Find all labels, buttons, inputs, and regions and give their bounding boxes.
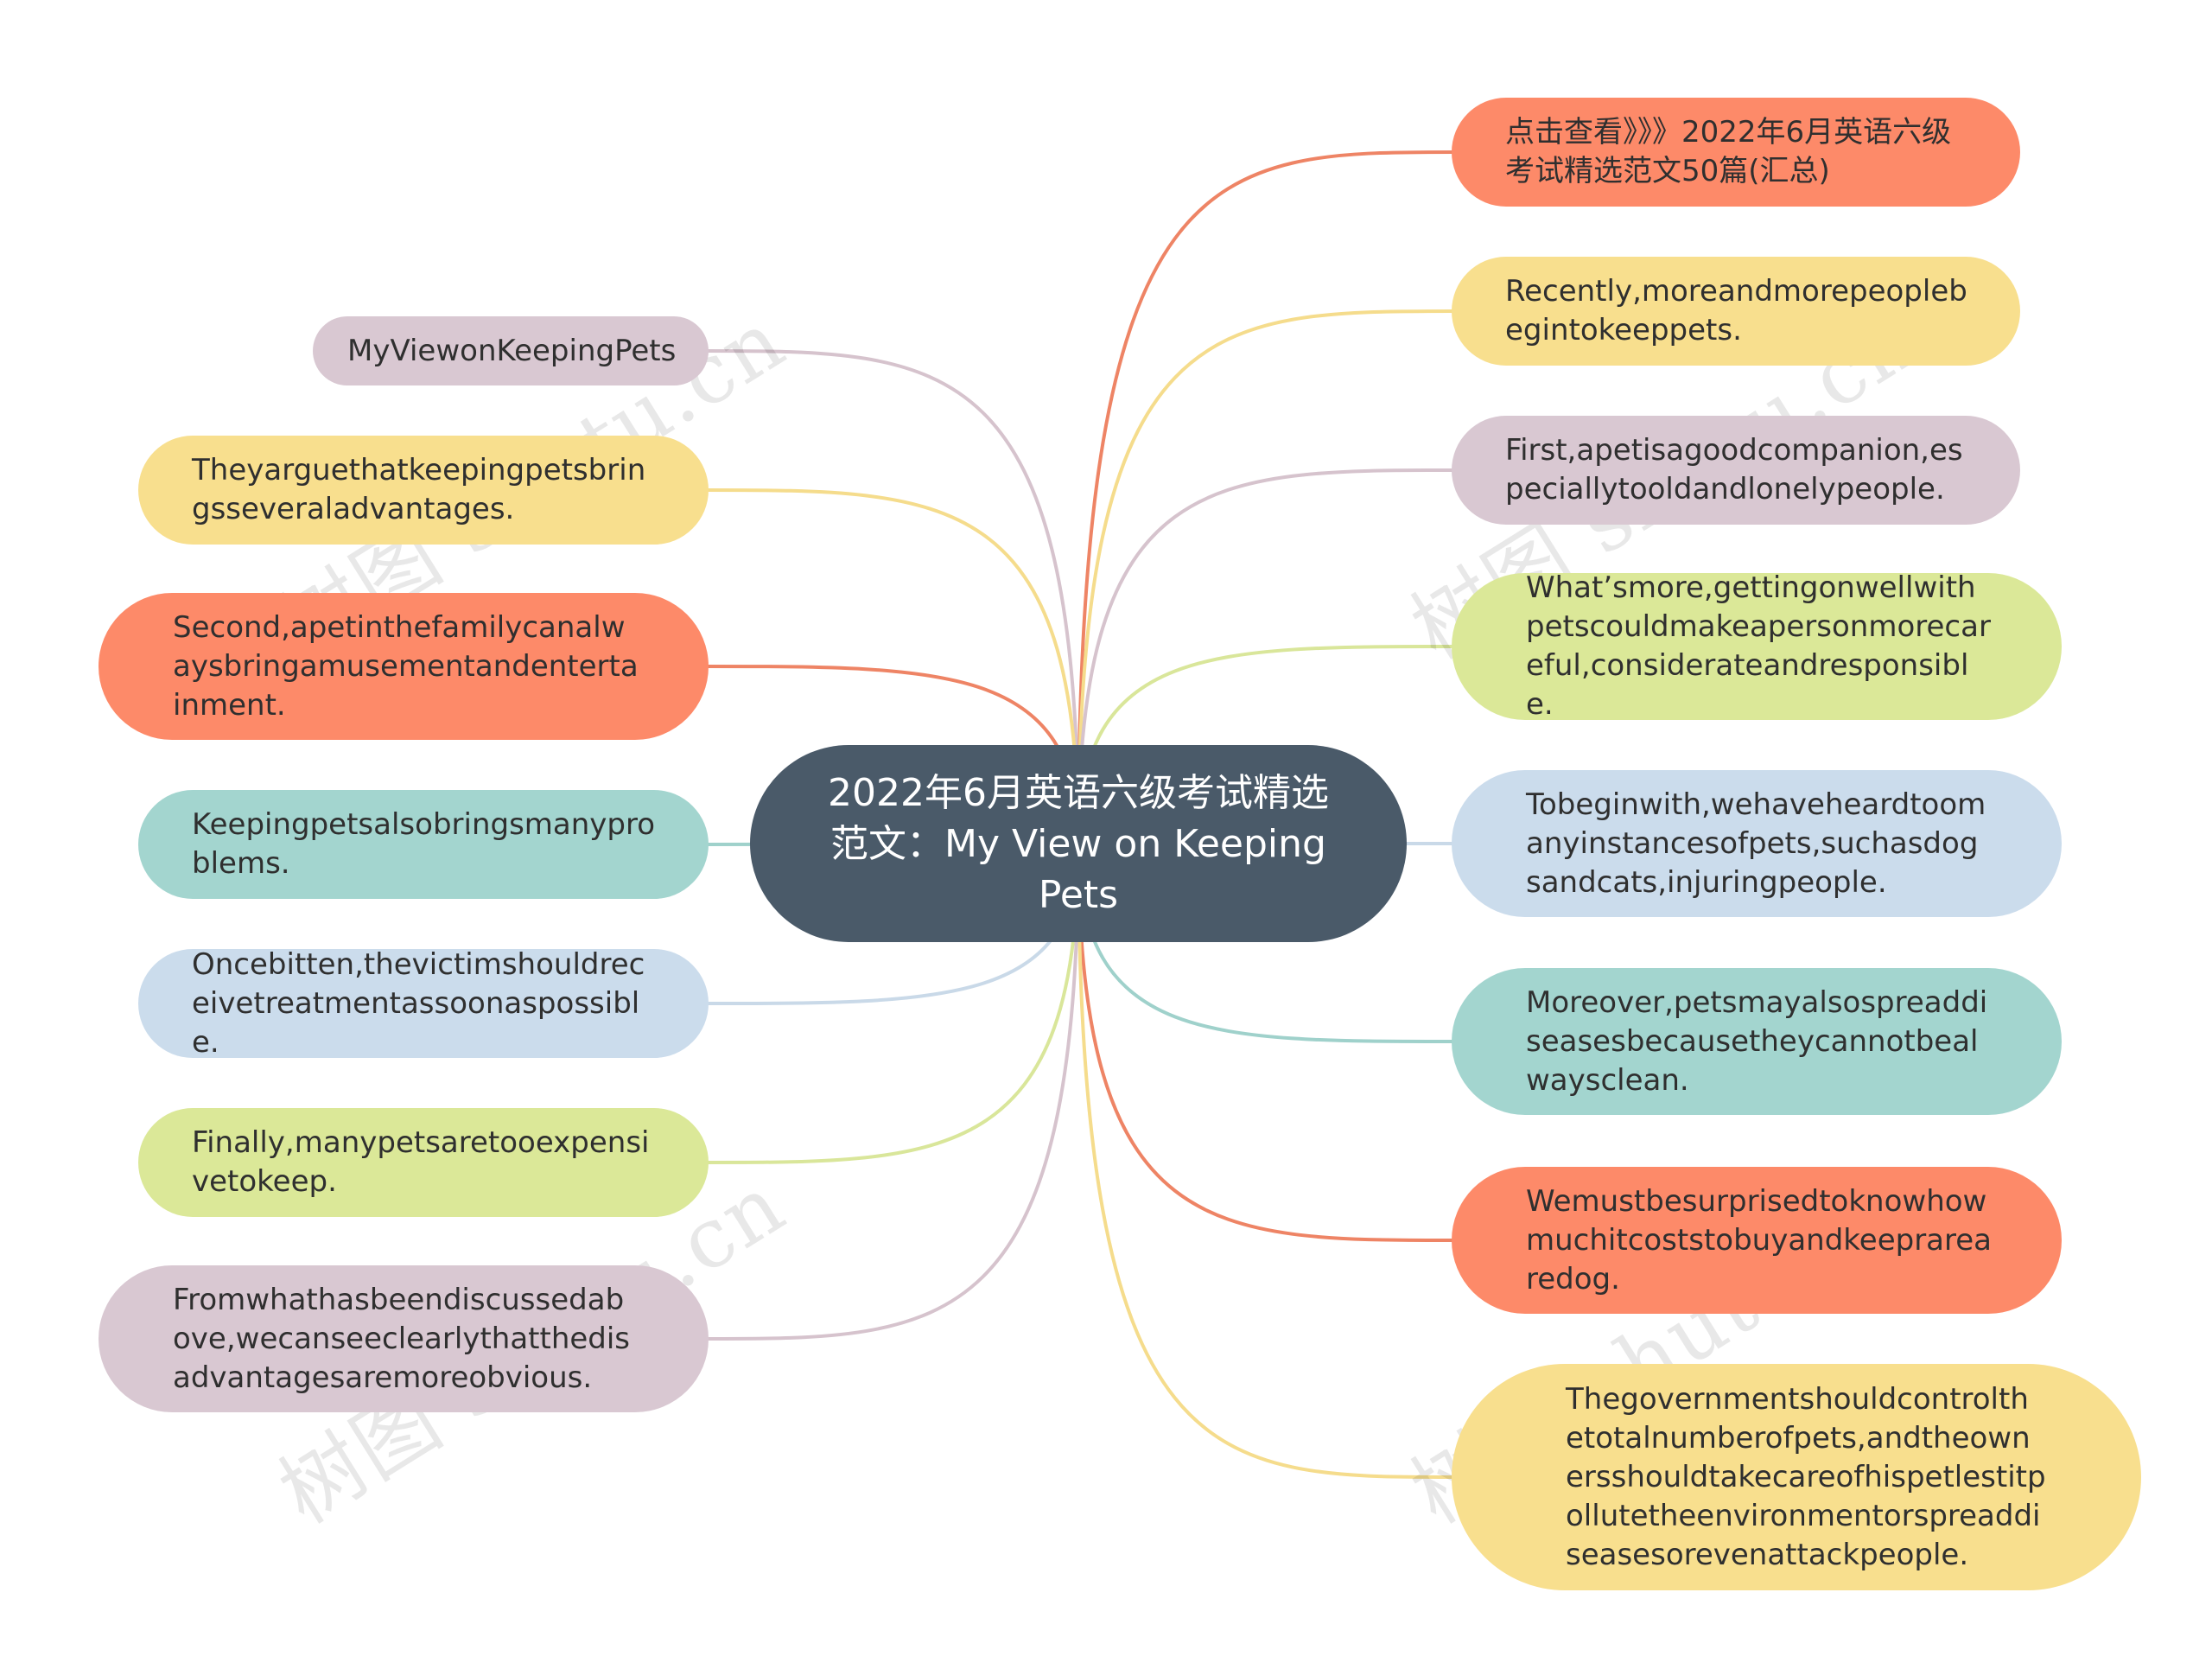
topic-node-label: Theyarguethatkeepingpetsbringsseveraladv… bbox=[192, 453, 646, 526]
connector-line-right-3 bbox=[1077, 468, 1456, 844]
topic-node-label: Oncebitten,thevictimshouldreceivetreatme… bbox=[192, 946, 645, 1060]
topic-node-label: 点击查看》》》2022年6月英语六级考试精选范文50篇(汇总) bbox=[1505, 115, 1952, 188]
central-topic-label: 2022年6月英语六级考试精选范文：My View on Keeping Pet… bbox=[828, 770, 1329, 917]
topic-node-label: Recently,moreandmorepeoplebegintokeeppet… bbox=[1505, 274, 1967, 347]
topic-node-label: Thegovernmentshouldcontrolthetotalnumber… bbox=[1566, 1381, 2046, 1572]
topic-node-right-7[interactable]: Wemustbesurprisedtoknowhowmuchitcoststob… bbox=[1452, 1167, 2062, 1314]
connector-line-right-2 bbox=[1077, 309, 1456, 844]
topic-node-label: MyViewonKeepingPets bbox=[347, 333, 677, 368]
topic-node-label: Tobeginwith,wehaveheardtoomanyinstanceso… bbox=[1526, 787, 1986, 900]
topic-node-right-2[interactable]: Recently,moreandmorepeoplebegintokeeppet… bbox=[1452, 257, 2020, 366]
topic-node-left-4[interactable]: Keepingpetsalsobringsmanyproblems. bbox=[138, 790, 709, 899]
topic-node-label: Wemustbesurprisedtoknowhowmuchitcoststob… bbox=[1526, 1183, 1992, 1296]
topic-node-left-7[interactable]: Fromwhathasbeendiscussedabove,wecanseecl… bbox=[99, 1265, 709, 1412]
topic-node-label: Fromwhathasbeendiscussedabove,wecanseecl… bbox=[173, 1282, 631, 1395]
topic-node-label: Moreover,petsmayalsospreaddiseasesbecaus… bbox=[1526, 984, 1988, 1098]
connector-line-right-8 bbox=[1077, 843, 1456, 1479]
topic-node-left-1[interactable]: MyViewonKeepingPets bbox=[313, 316, 709, 385]
connector-line-right-1 bbox=[1077, 150, 1456, 844]
topic-node-right-3[interactable]: First,apetisagoodcompanion,especiallytoo… bbox=[1452, 416, 2020, 525]
topic-node-label: Second,apetinthefamilycanalwaysbringamus… bbox=[173, 609, 639, 723]
topic-node-right-4[interactable]: What’smore,gettingonwellwithpetscouldmak… bbox=[1452, 570, 2062, 722]
connector-line-left-6 bbox=[704, 843, 1080, 1164]
topic-node-left-5[interactable]: Oncebitten,thevictimshouldreceivetreatme… bbox=[138, 947, 709, 1060]
topic-node-right-8[interactable]: Thegovernmentshouldcontrolthetotalnumber… bbox=[1452, 1364, 2141, 1590]
connector-line-right-7 bbox=[1077, 843, 1456, 1242]
topic-node-label: Keepingpetsalsobringsmanyproblems. bbox=[192, 807, 656, 881]
topic-node-right-6[interactable]: Moreover,petsmayalsospreaddiseasesbecaus… bbox=[1452, 968, 2062, 1115]
topic-node-label: What’smore,gettingonwellwithpetscouldmak… bbox=[1526, 570, 1991, 722]
topic-node-left-6[interactable]: Finally,manypetsaretooexpensivetokeep. bbox=[138, 1108, 709, 1217]
topic-node-right-1[interactable]: 点击查看》》》2022年6月英语六级考试精选范文50篇(汇总) bbox=[1452, 98, 2020, 207]
topic-node-right-5[interactable]: Tobeginwith,wehaveheardtoomanyinstanceso… bbox=[1452, 770, 2062, 917]
connector-line-left-2 bbox=[704, 488, 1080, 844]
connector-line-left-1 bbox=[704, 349, 1080, 844]
topic-node-label: Finally,manypetsaretooexpensivetokeep. bbox=[192, 1125, 650, 1199]
central-topic[interactable]: 2022年6月英语六级考试精选范文：My View on Keeping Pet… bbox=[750, 745, 1407, 942]
topic-node-left-3[interactable]: Second,apetinthefamilycanalwaysbringamus… bbox=[99, 593, 709, 740]
topic-node-label: First,apetisagoodcompanion,especiallytoo… bbox=[1505, 433, 1963, 506]
topic-node-left-2[interactable]: Theyarguethatkeepingpetsbringsseveraladv… bbox=[138, 436, 709, 545]
connector-line-left-7 bbox=[704, 843, 1080, 1341]
